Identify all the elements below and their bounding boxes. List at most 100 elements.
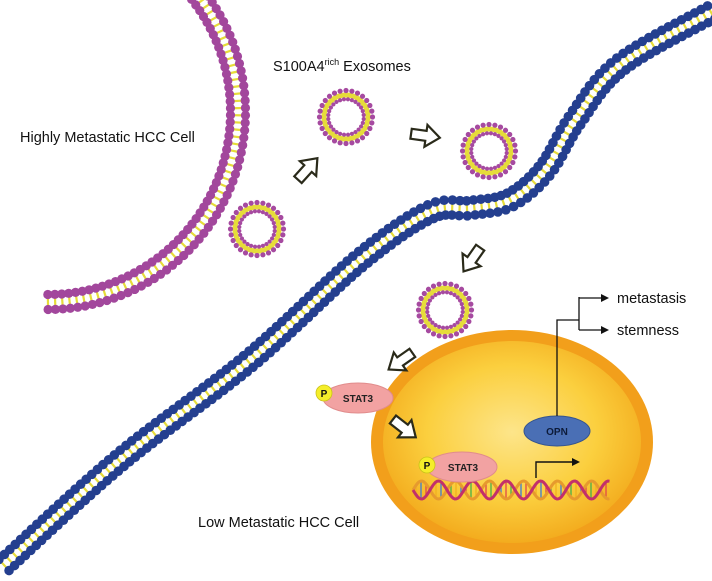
high-membrane-lipid-head xyxy=(240,95,250,106)
cytoplasmic-stat3: STAT3 P xyxy=(315,382,394,414)
opn-protein: OPN xyxy=(523,415,591,447)
low-membrane-lipid-head xyxy=(702,1,712,11)
low-membrane-lipid-head xyxy=(454,210,464,221)
low-membrane-lipid-head xyxy=(501,204,511,215)
high-membrane-lipid-head xyxy=(225,89,235,100)
high-membrane-lipid-head xyxy=(230,44,240,54)
high-membrane-lipid-head xyxy=(233,162,243,172)
stat3-cyto-label: STAT3 xyxy=(343,394,374,405)
low-membrane-lipid-head xyxy=(422,200,433,210)
high-membrane-lipid-head xyxy=(80,301,90,311)
high-membrane-lipid-head xyxy=(225,183,235,193)
exosome-approaching xyxy=(459,121,519,181)
low-metastatic-cell-label: Low Metastatic HCC Cell xyxy=(198,515,359,531)
opn-label: OPN xyxy=(546,427,568,438)
low-membrane-lipid-head xyxy=(493,207,503,217)
high-membrane-lipid-head xyxy=(50,289,60,299)
high-membrane-lipid-head xyxy=(43,289,53,300)
high-membrane-lipid-head xyxy=(237,73,248,83)
high-membrane-lipid-head xyxy=(223,138,233,148)
high-membrane-lipid-head xyxy=(43,304,53,315)
high-membrane-lipid-head xyxy=(228,37,238,47)
exosomes-label: S100A4rich Exosomes xyxy=(273,57,411,75)
high-membrane-lipid-head xyxy=(50,304,61,314)
low-membrane-lipid-head xyxy=(470,210,480,220)
exosomes-label-main: S100A4 xyxy=(273,59,325,75)
high-membrane-lipid-head xyxy=(77,286,87,296)
exosome-arrow-down xyxy=(461,243,486,273)
high-membrane-lipid-head xyxy=(225,30,235,40)
dna-helix xyxy=(411,479,610,501)
dna-strand-a xyxy=(411,479,610,501)
stat3-nuc-label: STAT3 xyxy=(448,463,479,474)
exosomes-label-sup: rich xyxy=(325,57,340,67)
high-metastatic-cell-label: Highly Metastatic HCC Cell xyxy=(20,130,195,146)
stat3-translocation-arrow xyxy=(388,413,418,439)
high-membrane-lipid-head xyxy=(223,76,233,86)
low-membrane-lipid-head xyxy=(415,203,426,214)
low-membrane-lipid-head xyxy=(508,201,519,212)
high-membrane-lipid-head xyxy=(235,155,245,165)
high-membrane-lipid-head xyxy=(57,289,67,299)
opn-outcome-bracket xyxy=(556,294,609,416)
high-membrane-lipid-head xyxy=(224,131,234,141)
exosomes-label-tail: Exosomes xyxy=(339,59,411,75)
high-membrane-lipid-head xyxy=(87,299,98,310)
high-membrane-lipid-head xyxy=(58,304,68,314)
exosome-internalized xyxy=(415,280,475,340)
high-metastatic-cell-membrane xyxy=(43,0,251,315)
high-membrane-lipid-head xyxy=(228,176,238,186)
high-membrane-lipid-head xyxy=(236,147,246,158)
high-membrane-lipid-head xyxy=(239,133,249,143)
high-membrane-lipid-head xyxy=(102,295,112,306)
nucleus xyxy=(371,330,653,554)
high-membrane-lipid-head xyxy=(239,80,249,91)
high-membrane-lipid-head xyxy=(240,110,251,121)
high-membrane-lipid-head xyxy=(240,118,250,128)
low-membrane-lipid-head xyxy=(477,209,488,219)
high-membrane-lipid-head xyxy=(225,110,236,120)
high-membrane-lipid-head xyxy=(240,125,250,135)
high-membrane-lipid-head xyxy=(238,140,248,150)
low-membrane-lipid-head xyxy=(709,15,712,24)
high-membrane-lipid-head xyxy=(109,293,119,303)
exosome-released xyxy=(316,87,376,147)
high-membrane-lipid-head xyxy=(225,103,236,113)
phospho-nuc xyxy=(418,456,436,474)
phospho-nuc-label: P xyxy=(424,461,431,472)
low-membrane-lipid-head xyxy=(476,194,486,204)
low-membrane-lipid-head xyxy=(447,210,457,220)
stemness-label: stemness xyxy=(617,323,679,339)
nuclear-stat3: STAT3 P xyxy=(418,451,498,483)
phospho-cyto xyxy=(315,384,333,402)
high-membrane-lipid-head xyxy=(240,103,251,113)
low-membrane-lipid-head xyxy=(468,195,479,205)
exosome-arrow-up xyxy=(292,156,319,185)
phospho-cyto-label: P xyxy=(321,389,328,400)
high-membrane-lipid-head xyxy=(225,96,235,106)
nucleus-interior xyxy=(383,341,641,543)
exosome-budding xyxy=(227,199,287,259)
low-membrane-lipid-head xyxy=(447,195,458,205)
high-membrane-lipid-head xyxy=(236,66,246,76)
high-membrane-lipid-head xyxy=(73,302,83,312)
high-membrane-lipid-head xyxy=(123,288,133,298)
transcription-arrow xyxy=(535,458,580,478)
exosome-arrow-to-stat3 xyxy=(387,347,417,372)
dna-strand-b xyxy=(411,479,610,501)
high-membrane-lipid-head xyxy=(239,88,250,98)
high-membrane-lipid-head xyxy=(234,58,245,69)
high-membrane-lipid-head xyxy=(225,124,235,134)
low-membrane-lipid-head xyxy=(462,210,473,221)
high-membrane-lipid-head xyxy=(222,23,232,33)
high-membrane-lipid-head xyxy=(225,117,235,127)
exosome-arrow-right xyxy=(409,122,442,149)
low-membrane-lipid-head xyxy=(485,208,495,219)
low-membrane-lipid-head xyxy=(703,17,712,28)
low-membrane-lipid-head xyxy=(430,197,441,207)
high-membrane-lipid-head xyxy=(64,288,74,298)
high-membrane-lipid-head xyxy=(224,82,234,93)
exosomes xyxy=(227,87,519,340)
